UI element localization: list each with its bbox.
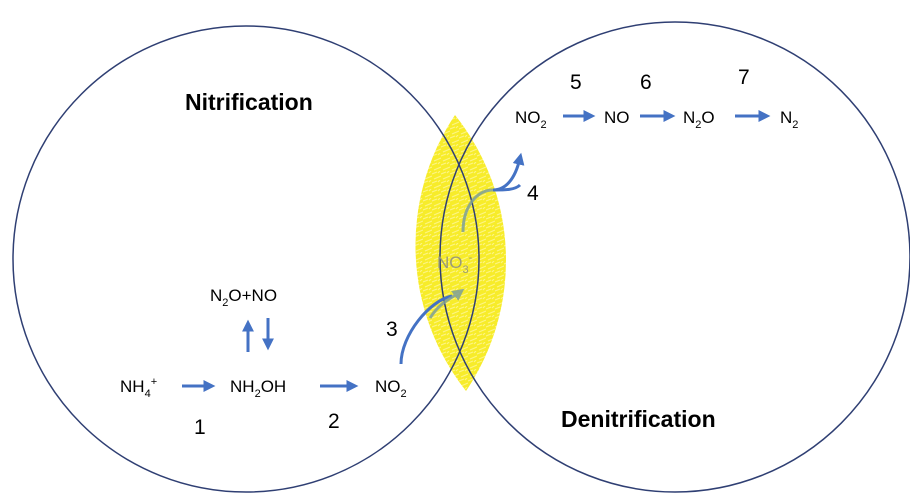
arrow-step-4-head [492, 152, 525, 192]
step-number-7: 7 [738, 66, 750, 89]
species-no: NO [604, 108, 630, 127]
step-number-5: 5 [570, 71, 582, 94]
denitrification-circle [439, 21, 910, 493]
step-number-2: 2 [328, 410, 340, 433]
arrow-step-3 [399, 294, 453, 365]
species-n2o: N2O [683, 108, 715, 131]
arrow-step-3-faded [428, 288, 465, 319]
step-number-1: 1 [194, 416, 206, 439]
species-nh2oh: NH2OH [230, 377, 286, 400]
species-no3: NO3- [437, 252, 473, 276]
arrow-step-4-faded [461, 188, 494, 233]
species-nh4: NH4+ [120, 376, 157, 400]
species-no2-right: NO2 [515, 108, 547, 131]
step-number-4: 4 [527, 182, 539, 205]
overlap-region [415, 115, 506, 391]
species-n2: N2 [780, 108, 798, 131]
species-no2-left: NO2 [375, 377, 407, 400]
nitrification-circle [12, 25, 480, 493]
denitrification-title: Denitrification [561, 406, 716, 432]
step-number-6: 6 [640, 71, 652, 94]
species-n2o-no: N2O+NO [210, 286, 277, 309]
nitrification-title: Nitrification [185, 89, 313, 115]
step-number-3: 3 [386, 318, 398, 341]
